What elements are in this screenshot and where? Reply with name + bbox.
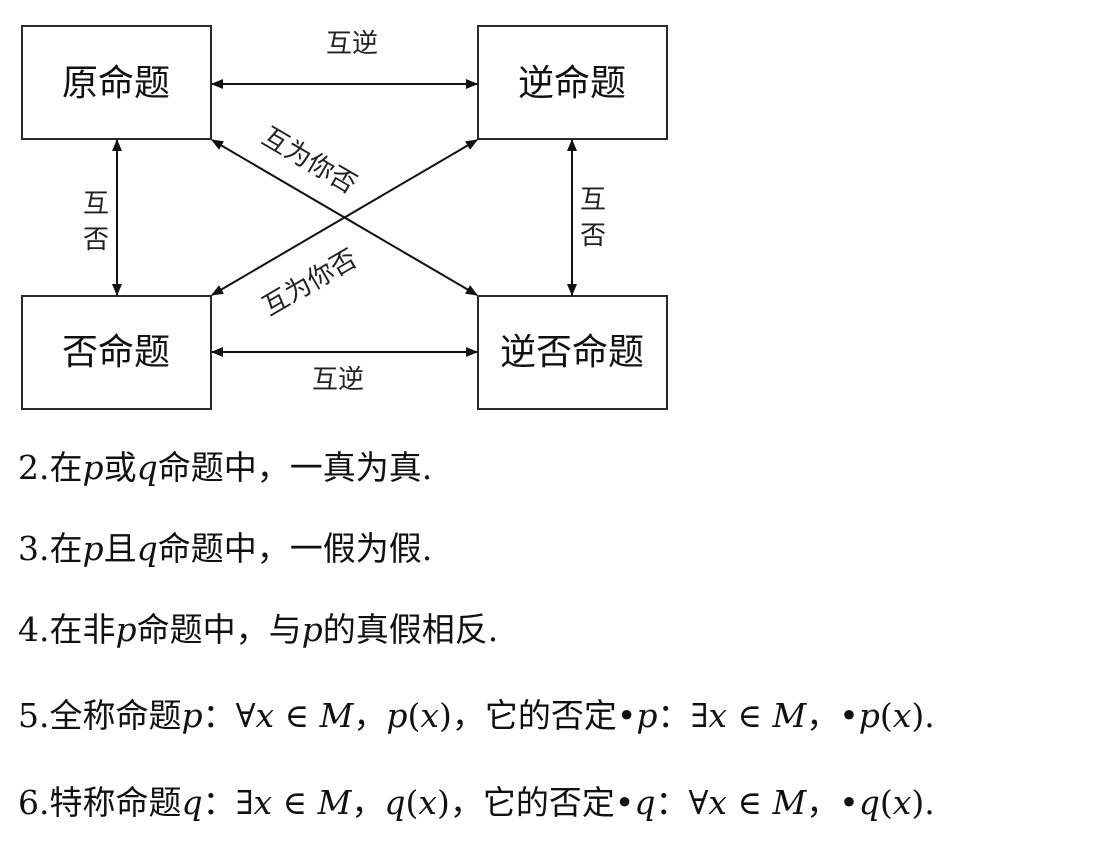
paren-close: ) (439, 696, 452, 735)
rule-text: 命题中，一真为真. (157, 448, 433, 487)
rule-text: 特称命题 (49, 783, 182, 822)
rule-number: 2. (18, 448, 50, 487)
rule-6: 6.特称命题q：∃x ∈ M，q(x)，它的否定•q：∀x ∈ M，•q(x). (18, 783, 935, 823)
paren-open: ( (879, 696, 893, 735)
var-p: p (181, 696, 203, 735)
rule-text: 的真假相反. (322, 610, 499, 649)
negation-symbol: • (839, 783, 859, 822)
contrapositive-proposition-label: 逆否命题 (500, 332, 644, 373)
paren-close: ) (911, 783, 925, 822)
bottom-converse-label: 互逆 (312, 365, 364, 395)
var-q: q (136, 448, 158, 487)
original-proposition-box (21, 25, 212, 140)
left-negation-label-line1: 互 (83, 189, 109, 219)
inverse-proposition-label: 否命题 (62, 332, 170, 373)
comma: ， (806, 783, 840, 822)
rule-text: 命题中，与 (136, 610, 302, 649)
top-converse-label: 互逆 (326, 29, 378, 59)
comma: ， (351, 783, 385, 822)
element-of-symbol: ∈ (727, 783, 773, 822)
negation-symbol: • (616, 696, 637, 735)
contrapositive-proposition-box (477, 295, 668, 410)
rule-number: 4. (18, 610, 50, 649)
comma: ， (806, 696, 840, 735)
set-m: M (317, 783, 352, 822)
negation-symbol: • (614, 783, 635, 822)
rule-text: 在 (49, 448, 83, 487)
element-of-symbol: ∈ (727, 696, 773, 735)
paren-close: ) (437, 783, 450, 822)
exists-symbol: ∃ (690, 696, 709, 735)
left-negation-label-line2: 否 (83, 225, 109, 255)
var-x: x (253, 783, 273, 822)
rule-text: 全称命题 (49, 696, 182, 735)
var-p: p (82, 529, 104, 568)
forall-symbol: ∀ (235, 696, 256, 735)
rule-number: 5. (18, 696, 50, 735)
var-q: q (634, 783, 656, 822)
original-proposition-label: 原命题 (62, 63, 170, 104)
var-p: p (115, 610, 137, 649)
right-negation-label-line1: 互 (580, 185, 606, 215)
forall-symbol: ∀ (688, 783, 709, 822)
rule-4: 4.在非p命题中，与p的真假相反. (18, 610, 498, 650)
paren-close: ) (911, 696, 925, 735)
paren-open: ( (879, 783, 893, 822)
proposition-relations-diagram: 原命题 逆命题 否命题 逆否命题 互逆 互逆 互 否 互 否 互为你否 互为你否 (21, 25, 668, 410)
converse-proposition-label: 逆命题 (518, 63, 626, 104)
exists-symbol: ∃ (235, 783, 254, 822)
diagonal-down-label: 互为你否 (257, 122, 362, 200)
rule-text: 在非 (49, 610, 116, 649)
rule-5: 5.全称命题p：∀x ∈ M，p(x)，它的否定•p：∃x ∈ M，•p(x). (18, 696, 935, 736)
var-p: p (82, 448, 104, 487)
rule-text: 在 (49, 529, 83, 568)
period: . (924, 696, 935, 735)
negation-symbol: • (839, 696, 859, 735)
rule-number: 6. (18, 783, 50, 822)
diagonal-up-label: 互为你否 (257, 244, 362, 322)
var-p: p (301, 610, 323, 649)
predicate-p: p (858, 696, 880, 735)
comma: ， (353, 696, 387, 735)
right-negation-label-line2: 否 (580, 221, 606, 251)
rule-text: 且 (103, 529, 137, 568)
colon: ： (655, 783, 689, 822)
var-x: x (708, 783, 728, 822)
predicate-q: q (858, 783, 880, 822)
converse-proposition-box (477, 25, 668, 140)
var-x: x (708, 696, 728, 735)
paren-open: ( (407, 696, 421, 735)
period: . (924, 783, 935, 822)
set-m: M (319, 696, 354, 735)
var-q: q (136, 529, 158, 568)
var-x: x (892, 783, 912, 822)
paren-open: ( (405, 783, 419, 822)
colon: ： (202, 696, 236, 735)
rule-text: 或 (103, 448, 137, 487)
set-m: M (772, 783, 807, 822)
element-of-symbol: ∈ (274, 696, 320, 735)
predicate-p: p (386, 696, 408, 735)
rule-2: 2.在p或q命题中，一真为真. (18, 448, 432, 488)
predicate-q: q (384, 783, 406, 822)
var-p: p (636, 696, 658, 735)
var-x: x (418, 783, 437, 822)
rule-number: 3. (18, 529, 50, 568)
var-x: x (420, 696, 440, 735)
rule-text: ，它的否定 (451, 696, 617, 735)
rule-text: ，它的否定 (449, 783, 615, 822)
var-q: q (181, 783, 203, 822)
colon: ： (657, 696, 691, 735)
colon: ： (202, 783, 236, 822)
rule-text: 命题中，一假为假. (157, 529, 433, 568)
var-x: x (255, 696, 275, 735)
diagonal-up-arrow (211, 139, 478, 296)
inverse-proposition-box (21, 295, 212, 410)
rule-3: 3.在p且q命题中，一假为假. (18, 529, 432, 569)
element-of-symbol: ∈ (272, 783, 318, 822)
set-m: M (772, 696, 807, 735)
var-x: x (892, 696, 912, 735)
